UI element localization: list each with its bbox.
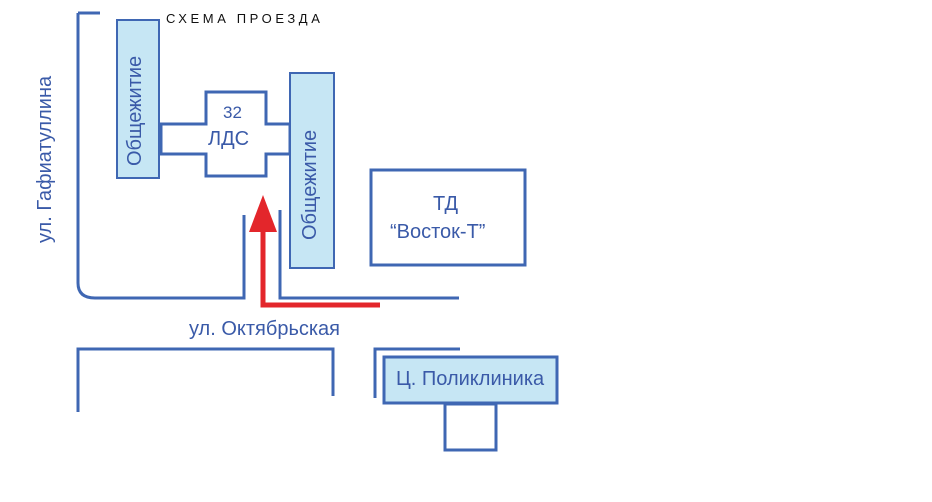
block-outline-southwest xyxy=(76,347,335,412)
route-arrowhead-icon xyxy=(249,195,277,232)
dorm-left-label: Общежитие xyxy=(124,55,146,166)
street-label-gafiatullina: ул. Гафиатуллина xyxy=(34,75,56,243)
dorm-right-label: Общежитие xyxy=(299,129,321,240)
clinic-annex-building xyxy=(443,402,498,452)
clinic-label: Ц. Поликлиника xyxy=(396,368,545,390)
td-line2-label: “Восток-Т” xyxy=(390,221,486,243)
dorm-left-building xyxy=(116,19,160,179)
lds-number-label: 32 xyxy=(223,103,242,122)
map-title: СХЕМА ПРОЕЗДА xyxy=(166,11,324,26)
td-vostok-building xyxy=(369,168,527,267)
td-line1-label: ТД xyxy=(433,193,459,215)
block-outline-southeast xyxy=(373,347,460,398)
block-outline-northwest xyxy=(76,11,246,300)
route-line xyxy=(260,228,380,308)
street-label-oktyabrskaya: ул. Октябрьская xyxy=(189,318,341,340)
lds-name-label: ЛДС xyxy=(208,128,250,150)
lds-building xyxy=(159,90,292,178)
block-outline-northeast xyxy=(278,210,459,300)
dorm-right-building xyxy=(289,72,335,269)
